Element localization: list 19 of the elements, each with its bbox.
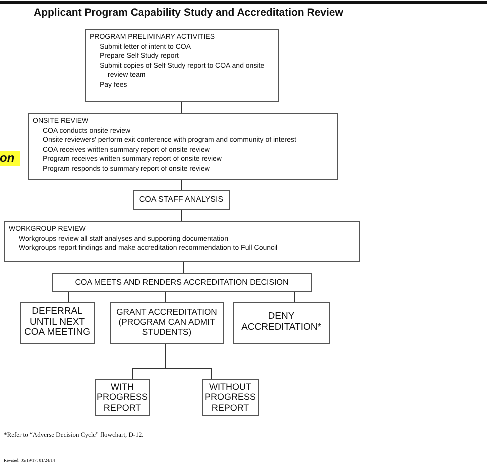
box-label: WITH PROGRESS REPORT	[96, 382, 150, 414]
connector-line	[294, 292, 296, 302]
decision-box	[52, 273, 312, 292]
highlight-text: on	[0, 151, 20, 166]
box-label: DEFERRAL UNTIL NEXT COA MEETING	[24, 306, 92, 340]
process-box	[133, 190, 230, 210]
outcome-box	[233, 302, 330, 344]
connector-line	[166, 344, 212, 380]
box-label: COA STAFF ANALYSIS	[138, 195, 225, 205]
box-label: WITHOUT PROGRESS REPORT	[204, 382, 258, 414]
process-box	[28, 113, 338, 180]
box-label: COA MEETS AND RENDERS ACCREDITATION DECISION	[74, 278, 290, 288]
process-box	[85, 29, 279, 102]
diagram-title: Applicant Program Capability Study and Accreditation Review	[34, 7, 344, 19]
connector-line	[68, 292, 70, 302]
outcome-box	[110, 302, 224, 344]
process-box	[4, 221, 360, 262]
box-label: GRANT ACCREDITATION (PROGRAM CAN ADMIT STUDENTS)	[116, 308, 218, 338]
box-label: DENY ACCREDITATION*	[240, 312, 322, 334]
